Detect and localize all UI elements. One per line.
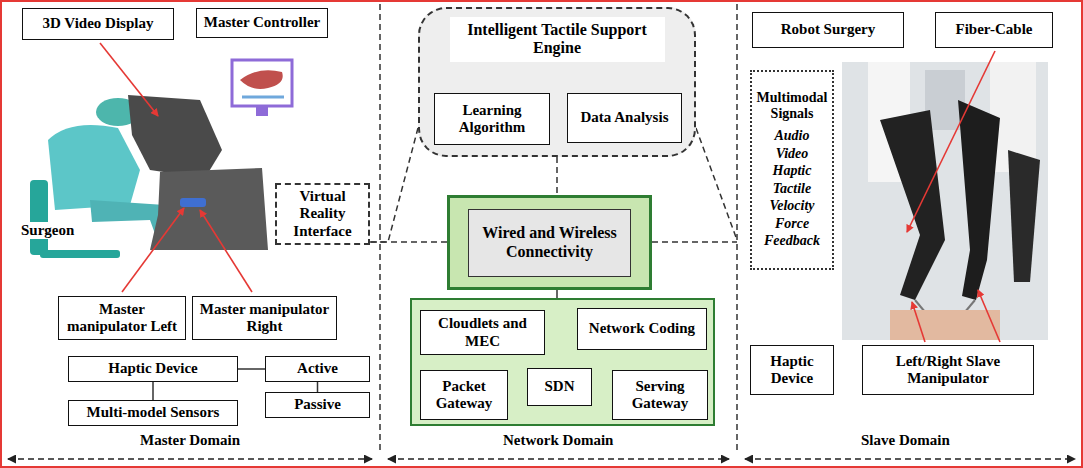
node-text: Fiber-Cable [953,21,1036,38]
monitor [232,60,292,106]
sensor-box: Multi-model Sensors [68,400,238,426]
node-text: Robot Surgery [778,21,879,38]
chair-base [40,250,120,258]
interface-box: Virtual Reality Interface [275,183,370,245]
manipulator-box: Master manipulator Left [58,296,186,340]
chair-back [30,180,48,255]
node-text: Passive [291,396,344,413]
connector-line [317,382,319,392]
leader-arrow [200,210,252,292]
node-subtext: Feedback [761,232,823,250]
dashed-connector [370,128,418,242]
surgeon-body [48,125,140,210]
node-subtext: Tactile [770,180,814,198]
domain-divider [736,4,738,452]
process-box: Data Analysis [567,93,682,143]
node-text: Cloudlets and MEC [421,315,544,350]
controller-box: Master Controller [196,8,328,38]
node-subtext: Audio [771,127,812,145]
node-text: Master manipulator Right [193,301,336,336]
domain-span-arrow [745,458,1075,460]
domain-span-arrow [388,458,729,460]
network-box: SDN [527,368,592,406]
network-box: Serving Gateway [612,370,708,420]
node-text: Active [294,360,341,377]
mode-box: Active [265,356,370,382]
title-box: Robot Surgery [752,12,904,48]
node-subtext: Force [772,215,812,233]
network-box: Network Coding [577,308,707,350]
signal-list: Multimodal SignalsAudioVideoHapticTactil… [750,70,834,270]
node-text: Haptic Device [105,360,201,377]
node-subtext: Video [773,145,812,163]
node-text: Intelligent Tactile Support Engine [450,17,665,62]
domain-span-arrow [8,458,372,460]
node-text: SDN [541,378,577,395]
node-text: Network Coding [586,320,698,337]
connector-line [238,368,265,370]
dashed-link [696,128,737,240]
callout-box: Fiber-Cable [935,12,1053,48]
node-text: 3D Video Display [40,15,157,32]
node-text: Packet Gateway [421,378,507,413]
manipulator-box: Left/Right Slave Manipulator [862,345,1034,395]
robot-arm [1008,150,1040,282]
dashed-connector [556,157,558,195]
surgeon-hands [180,198,206,207]
node-text: Haptic Device [751,353,833,388]
person-label: Surgeon [18,222,77,239]
node-text: Wired and Wireless Connectivity [468,209,631,277]
node-text: Serving Gateway [613,378,707,413]
domain-label: Master Domain [137,432,243,449]
node-text: Master Controller [201,14,324,31]
leader-arrow [912,302,925,342]
connectivity-box: Wired and Wireless Connectivity [447,195,652,290]
node-text: Master manipulator Left [59,301,185,336]
process-box: Learning Algorithm [434,93,550,145]
leader-arrow [907,51,995,232]
device-box: Haptic Device [68,356,238,382]
node-text: Virtual Reality Interface [277,188,368,240]
liver-image [240,70,283,89]
node-text: Data Analysis [578,109,672,126]
robot-arm [958,100,1000,300]
node-text: Learning Algorithm [435,102,549,137]
network-group: Cloudlets and MEC Network CodingSDN Packet… [410,298,715,426]
node-text: Multi-model Sensors [84,404,223,421]
leader-arrow [978,290,1000,342]
connector-line [152,382,154,400]
display-box: 3D Video Display [22,8,174,40]
dashed-connector [370,241,447,243]
monitor-stand [256,106,268,116]
node-text: Left/Right Slave Manipulator [863,353,1033,388]
console-body [150,168,268,250]
node-subtext: Haptic [770,162,815,180]
device-box: Haptic Device [750,345,834,395]
robot-photo [842,62,1048,340]
dashed-link [652,241,737,243]
manipulator-box: Master manipulator Right [192,296,337,340]
network-box: Packet Gateway [420,370,508,420]
robot-arm [880,110,945,300]
engine-group: Intelligent Tactile Support EngineLearni… [418,7,696,157]
mode-box: Passive [265,392,370,418]
node-text: Multimodal Signals [752,90,832,122]
domain-divider [379,4,381,452]
domain-label: Slave Domain [858,432,953,449]
console-viewer [128,95,222,178]
leader-arrow [122,208,184,292]
node-subtext: Velocity [766,197,817,215]
leader-arrow [100,43,158,116]
domain-label: Network Domain [500,432,616,449]
connector-line [556,290,558,298]
network-box: Cloudlets and MEC [420,310,545,355]
monitor-bar [242,96,284,99]
patient [890,310,1000,340]
